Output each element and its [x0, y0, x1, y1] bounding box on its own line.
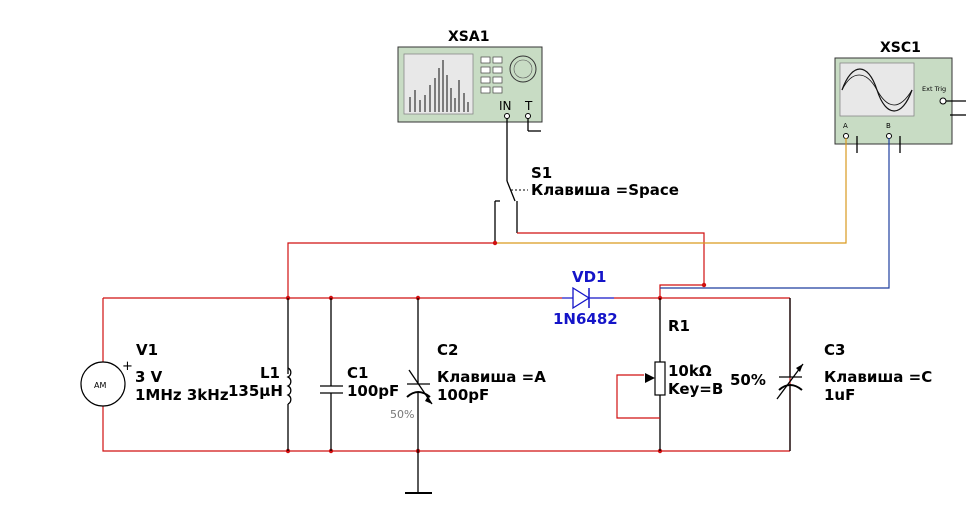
capacitor-c3-value: 1uF: [824, 386, 855, 404]
wires: [102, 138, 890, 454]
capacitor-c1[interactable]: C1 100pF: [320, 298, 399, 451]
diode-vd1[interactable]: VD1 1N6482: [553, 268, 618, 328]
inductor-l1[interactable]: L1 135µH: [228, 298, 292, 451]
spectrum-analyzer-in-label: IN: [499, 99, 512, 113]
diode-vd1-model: 1N6482: [553, 310, 618, 328]
oscilloscope-b-label: B: [886, 122, 891, 130]
source-v1-symbol: AM: [94, 381, 106, 390]
potentiometer-r1[interactable]: R1 10kΩ Key=B 50%: [616, 298, 766, 451]
capacitor-c2[interactable]: C2 Клавиша =A 100pF 50%: [390, 298, 546, 494]
capacitor-c3-key: Клавиша =C: [824, 368, 932, 386]
spectrum-analyzer[interactable]: XSA1 IN T: [397, 29, 543, 132]
spectrum-analyzer-in-terminal[interactable]: [504, 113, 510, 119]
source-v1-freqs: 1MHz 3kHz: [135, 386, 229, 404]
capacitor-c2-percent: 50%: [390, 408, 414, 421]
diode-vd1-ref: VD1: [572, 268, 607, 286]
source-v1-amplitude: 3 V: [135, 368, 163, 386]
capacitor-c1-ref: C1: [347, 364, 368, 382]
oscilloscope-a-label: A: [843, 122, 848, 130]
potentiometer-r1-percent: 50%: [730, 371, 766, 389]
source-v1-polarity: +: [122, 359, 133, 374]
capacitor-c2-value: 100pF: [437, 386, 489, 404]
switch-s1[interactable]: S1 Клавиша =Space: [494, 118, 679, 243]
capacitor-c2-key: Клавиша =A: [437, 368, 546, 386]
source-v1-circle: [80, 361, 126, 407]
capacitor-c3[interactable]: C3 Клавиша =C 1uF: [776, 298, 932, 451]
capacitor-c2-ref: C2: [437, 341, 458, 359]
potentiometer-r1-value: 10kΩ: [668, 362, 712, 380]
oscilloscope-ref: XSC1: [880, 40, 921, 56]
spectrum-analyzer-buttons[interactable]: [480, 56, 503, 94]
inductor-l1-ref: L1: [260, 364, 280, 382]
switch-s1-ref: S1: [531, 164, 552, 182]
potentiometer-r1-key: Key=B: [668, 380, 723, 398]
spectrum-analyzer-t-label: T: [524, 99, 533, 113]
source-v1-ref: V1: [136, 341, 158, 359]
oscilloscope-ext-trig-label: Ext Trig: [922, 85, 946, 93]
spectrum-analyzer-ref: XSA1: [448, 29, 489, 45]
potentiometer-r1-ref: R1: [668, 317, 690, 335]
switch-s1-key: Клавиша =Space: [531, 181, 679, 199]
spectrum-bars: [409, 60, 469, 112]
spectrum-analyzer-t-terminal[interactable]: [525, 113, 531, 119]
oscilloscope-ext-trig-terminal[interactable]: [939, 97, 947, 105]
capacitor-c3-ref: C3: [824, 341, 845, 359]
capacitor-c1-value: 100pF: [347, 382, 399, 400]
potentiometer-r1-body: [654, 361, 666, 396]
oscilloscope-a-terminal[interactable]: [843, 133, 849, 139]
oscilloscope[interactable]: XSC1 Ext Trig A B: [834, 40, 966, 153]
source-v1[interactable]: AM + V1 3 V 1MHz 3kHz: [80, 341, 229, 407]
oscilloscope-b-terminal[interactable]: [886, 133, 892, 139]
inductor-l1-value: 135µH: [228, 382, 283, 400]
